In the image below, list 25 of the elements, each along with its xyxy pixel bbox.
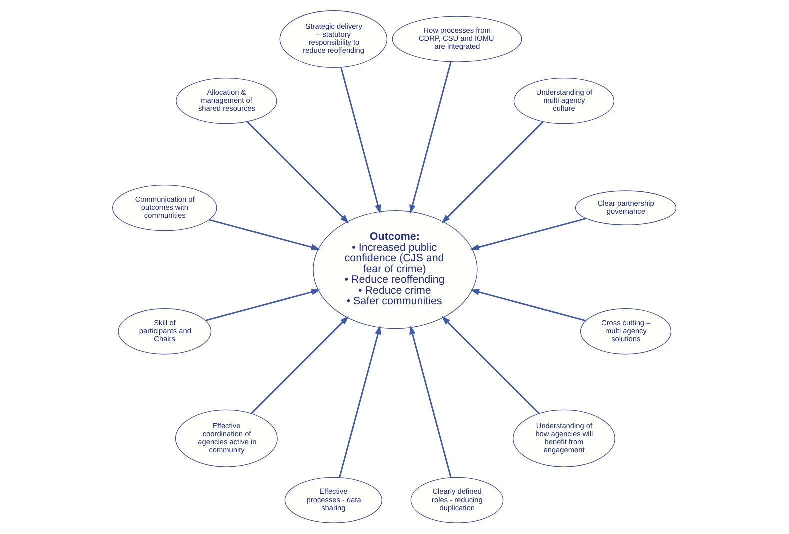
- arrow: [339, 326, 382, 478]
- arrow: [340, 67, 382, 214]
- node-ellipse: Effective processes - data sharing: [284, 477, 382, 524]
- node-ellipse: Strategic delivery – statutory responsibility to reduce reoffending: [280, 10, 388, 68]
- node-ellipse: Clearly defined roles - reducing duplication: [410, 477, 504, 524]
- arrow: [251, 316, 350, 414]
- node-ellipse: Effective coordination of agencies active in community: [175, 410, 278, 468]
- node-ellipse: Allocation & management of shared resources: [176, 78, 278, 124]
- arrow: [410, 62, 452, 214]
- arrow: [442, 121, 544, 224]
- arrow: [410, 326, 452, 478]
- arrow: [442, 316, 540, 414]
- arrow: [209, 219, 321, 250]
- node-ellipse: Cross cutting – multi agency solutions: [580, 308, 672, 355]
- node-ellipse: Clear partnership governance: [575, 190, 677, 226]
- node-ellipse: Outcome: • Increased public confidence (CJS and fear of crime) • Reduce reoffending • Reduce crime • Safer communities: [313, 210, 478, 330]
- arrow: [206, 289, 321, 322]
- arrow: [470, 218, 587, 250]
- arrow: [470, 289, 586, 322]
- node-ellipse: Understanding of how agencies will benefit from engagement: [513, 410, 616, 468]
- node-ellipse: How processes from CDRP, CSU and IOMU are integrated: [392, 16, 522, 62]
- node-ellipse: Understanding of multi agency culture: [514, 78, 615, 124]
- node-ellipse: Communication of outcomes with communities: [112, 184, 218, 232]
- arrow: [247, 121, 350, 224]
- node-ellipse: Skill of participants and Chairs: [118, 308, 212, 355]
